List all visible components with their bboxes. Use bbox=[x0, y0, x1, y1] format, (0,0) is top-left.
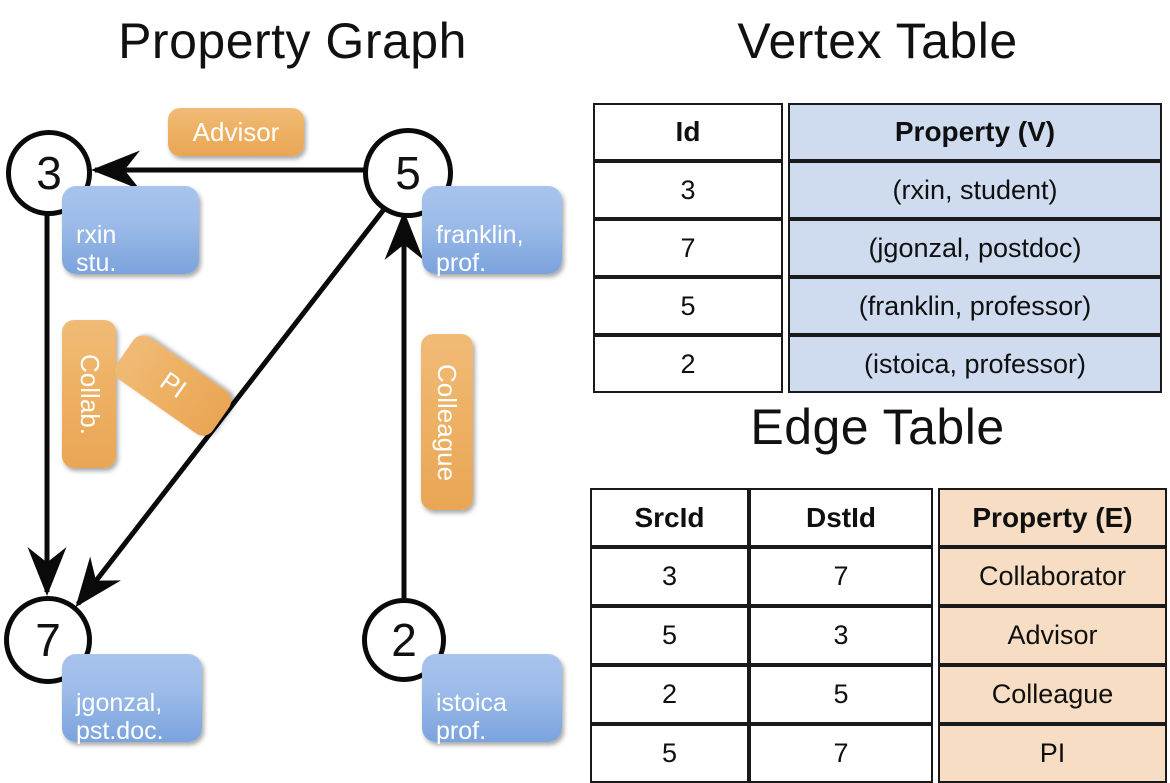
vertex-row-2-id: 5 bbox=[593, 277, 783, 335]
vertex-property-bubble-2: istoica prof. bbox=[422, 654, 562, 745]
edge-table: SrcId DstId Property (E) 3 7 Collaborato… bbox=[590, 488, 1167, 783]
edge-row-2-dst: 5 bbox=[749, 665, 933, 724]
vertex-row-0-property: (rxin, student) bbox=[788, 161, 1162, 219]
edge-row-1-dst: 3 bbox=[749, 606, 933, 665]
edge-table-header-property: Property (E) bbox=[938, 488, 1167, 547]
column-gap bbox=[783, 103, 788, 161]
edge-label-colleague: Colleague bbox=[421, 334, 473, 510]
vertex-node-3-label: 3 bbox=[36, 147, 62, 199]
edge-row-2-property: Colleague bbox=[938, 665, 1167, 724]
column-gap bbox=[933, 606, 938, 665]
vertex-row-3-property: (istoica, professor) bbox=[788, 335, 1162, 393]
vertex-property-text-3: rxin stu. bbox=[76, 221, 117, 277]
page-title-edge-table: Edge Table bbox=[750, 399, 1005, 455]
vertex-property-text-2: istoica prof. bbox=[436, 689, 507, 745]
graph-edges-layer bbox=[27, 150, 424, 608]
vertex-table-header-id: Id bbox=[593, 103, 783, 161]
column-gap bbox=[783, 335, 788, 393]
edge-label-pi-text: PI bbox=[154, 365, 192, 405]
column-gap bbox=[933, 488, 938, 547]
edge-row-3-property: PI bbox=[938, 724, 1167, 783]
table-header-row: Id Property (V) bbox=[593, 103, 1162, 161]
vertex-row-0-id: 3 bbox=[593, 161, 783, 219]
edge-row-1-src: 5 bbox=[590, 606, 749, 665]
vertex-property-bubble-3: rxin stu. bbox=[62, 186, 199, 277]
edge-row-0-dst: 7 bbox=[749, 547, 933, 606]
page-title-vertex-table: Vertex Table bbox=[737, 13, 1018, 69]
edge-row-2-src: 2 bbox=[590, 665, 749, 724]
table-row[interactable]: 7 (jgonzal, postdoc) bbox=[593, 219, 1162, 277]
vertex-property-bubble-7: jgonzal, pst.doc. bbox=[62, 654, 202, 745]
vertex-row-2-property: (franklin, professor) bbox=[788, 277, 1162, 335]
table-row[interactable]: 3 (rxin, student) bbox=[593, 161, 1162, 219]
edge-table-header-srcid: SrcId bbox=[590, 488, 749, 547]
edge-label-colleague-text: Colleague bbox=[432, 363, 463, 481]
edge-5-to-7-pi bbox=[75, 206, 387, 608]
vertex-row-3-id: 2 bbox=[593, 335, 783, 393]
edge-label-collab: Collab. bbox=[62, 320, 116, 468]
column-gap bbox=[933, 665, 938, 724]
table-row[interactable]: 5 3 Advisor bbox=[590, 606, 1167, 665]
edge-label-advisor: Advisor bbox=[168, 108, 304, 156]
column-gap bbox=[783, 161, 788, 219]
table-header-row: SrcId DstId Property (E) bbox=[590, 488, 1167, 547]
edge-label-advisor-text: Advisor bbox=[192, 116, 280, 147]
property-graph-diagram: 3 5 7 2 rxin stu. franklin, prof. jgonza… bbox=[0, 0, 585, 760]
table-row[interactable]: 3 7 Collaborator bbox=[590, 547, 1167, 606]
table-row[interactable]: 2 5 Colleague bbox=[590, 665, 1167, 724]
edge-label-collab-text: Collab. bbox=[74, 353, 105, 435]
vertex-row-1-id: 7 bbox=[593, 219, 783, 277]
vertex-property-bubble-5: franklin, prof. bbox=[422, 186, 562, 277]
vertex-node-5-label: 5 bbox=[395, 147, 421, 199]
edge-table-header-dstid: DstId bbox=[749, 488, 933, 547]
vertex-table-header-property: Property (V) bbox=[788, 103, 1162, 161]
column-gap bbox=[783, 277, 788, 335]
page-title-property-graph: Property Graph bbox=[118, 13, 467, 69]
table-row[interactable]: 5 7 PI bbox=[590, 724, 1167, 783]
vertex-property-text-5: franklin, prof. bbox=[436, 221, 524, 277]
vertex-node-2-label: 2 bbox=[391, 614, 417, 666]
edge-row-3-src: 5 bbox=[590, 724, 749, 783]
edge-row-1-property: Advisor bbox=[938, 606, 1167, 665]
edge-row-0-property: Collaborator bbox=[938, 547, 1167, 606]
vertex-node-2[interactable]: 2 bbox=[362, 598, 446, 682]
vertex-table: Id Property (V) 3 (rxin, student) 7 (jgo… bbox=[593, 103, 1162, 393]
edge-row-0-src: 3 bbox=[590, 547, 749, 606]
table-row[interactable]: 5 (franklin, professor) bbox=[593, 277, 1162, 335]
vertex-row-1-property: (jgonzal, postdoc) bbox=[788, 219, 1162, 277]
vertex-node-7-label: 7 bbox=[35, 614, 61, 666]
vertex-property-text-7: jgonzal, pst.doc. bbox=[76, 689, 164, 745]
column-gap bbox=[783, 219, 788, 277]
table-row[interactable]: 2 (istoica, professor) bbox=[593, 335, 1162, 393]
column-gap bbox=[933, 547, 938, 606]
column-gap bbox=[933, 724, 938, 783]
edge-row-3-dst: 7 bbox=[749, 724, 933, 783]
